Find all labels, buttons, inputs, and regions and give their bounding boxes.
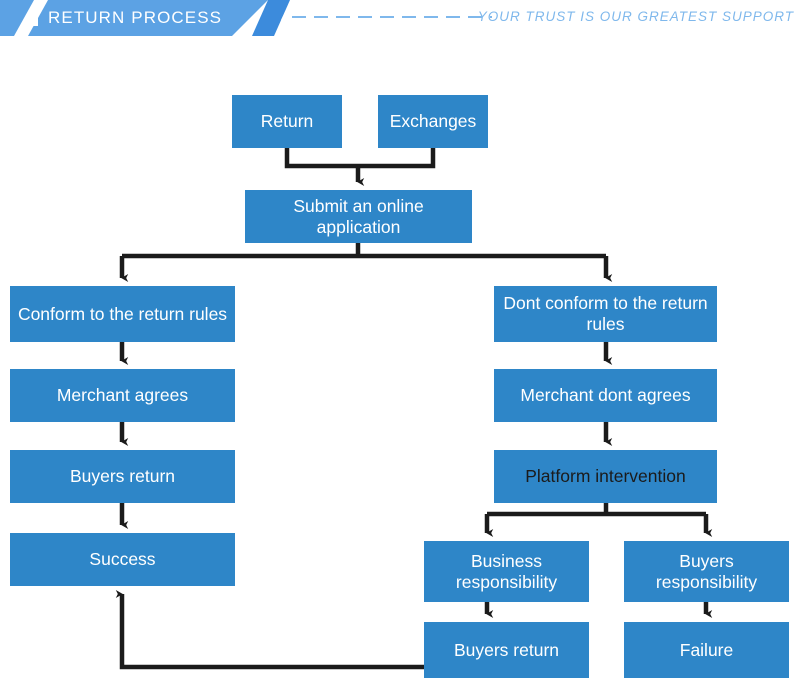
flowchart-canvas: Return Exchanges Submit an online applic… <box>0 36 800 680</box>
node-label: Exchanges <box>389 111 477 131</box>
page-title: RETURN PROCESS <box>48 8 223 27</box>
node-label: Buyers responsibility <box>655 550 758 592</box>
node-return[interactable]: Return <box>232 95 342 148</box>
node-label: Business responsibility <box>455 550 558 592</box>
node-label: Success <box>89 549 156 569</box>
node-business-responsibility[interactable]: Business responsibility <box>424 541 589 602</box>
node-label: Conform to the return rules <box>17 303 228 324</box>
page-header: RETURN PROCESS YOUR TRUST IS OUR GREATES… <box>0 0 800 36</box>
node-merchant-agrees[interactable]: Merchant agrees <box>10 369 235 422</box>
node-label: Submit an online application <box>293 195 424 237</box>
header-dashed-rule <box>292 16 492 18</box>
node-merchant-dont-agrees[interactable]: Merchant dont agrees <box>494 369 717 422</box>
node-label: Merchant agrees <box>56 385 189 405</box>
vertical-bar-icon <box>33 10 38 26</box>
header-banner-shape <box>0 0 268 36</box>
node-exchanges[interactable]: Exchanges <box>378 95 488 148</box>
flow-connectors <box>115 148 713 678</box>
node-dont-conform-to-the-return-rules[interactable]: Dont conform to the return rules <box>494 286 717 342</box>
node-buyers-responsibility[interactable]: Buyers responsibility <box>624 541 789 602</box>
node-buyers-return-right[interactable]: Buyers return <box>424 622 589 678</box>
node-label: Buyers return <box>453 639 560 660</box>
header-tagline: YOUR TRUST IS OUR GREATEST SUPPORT <box>477 9 794 24</box>
node-label: Merchant dont agrees <box>520 385 691 405</box>
node-success[interactable]: Success <box>10 533 235 586</box>
node-conform-to-the-return-rules[interactable]: Conform to the return rules <box>10 286 235 342</box>
node-submit-an-online-application[interactable]: Submit an online application <box>245 190 472 243</box>
node-label: Failure <box>679 639 734 660</box>
node-failure[interactable]: Failure <box>624 622 789 678</box>
node-label: Platform intervention <box>525 466 686 486</box>
node-label: Dont conform to the return rules <box>503 293 708 334</box>
node-buyers-return-left[interactable]: Buyers return <box>10 450 235 503</box>
node-platform-intervention[interactable]: Platform intervention <box>494 450 717 503</box>
node-label: Buyers return <box>69 466 176 486</box>
node-label: Return <box>260 111 314 131</box>
